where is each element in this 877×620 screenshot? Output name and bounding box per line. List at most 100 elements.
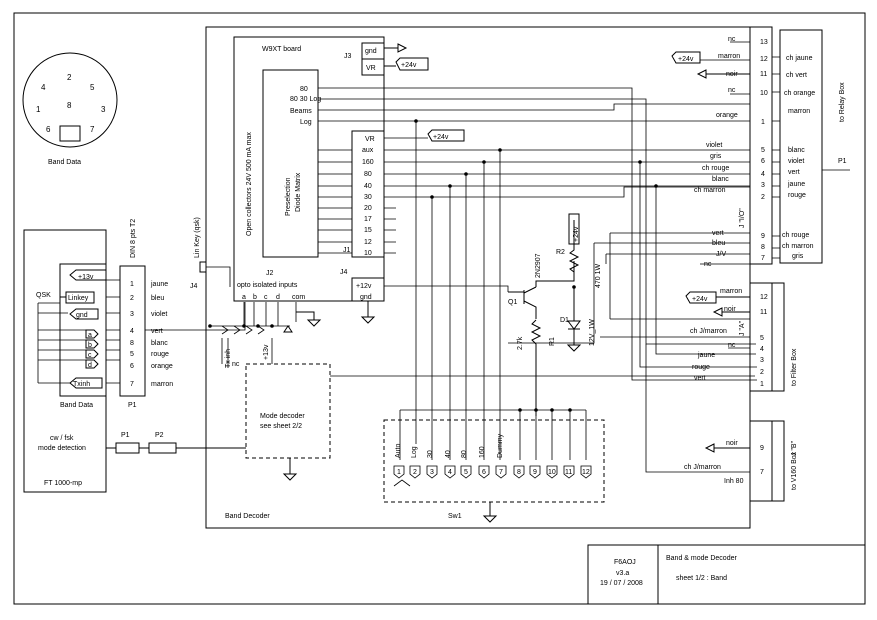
svg-text:9: 9 xyxy=(761,233,765,240)
svg-text:5: 5 xyxy=(90,83,95,92)
svg-text:+24v: +24v xyxy=(433,134,449,141)
svg-text:7: 7 xyxy=(760,469,764,476)
switch-pins: 1 2 3 4 5 6 7 8 9 10 11 12 xyxy=(393,465,592,479)
connector-label: Band Data xyxy=(48,159,81,166)
linkey: Lin Key (qsk) J4 xyxy=(190,217,231,290)
svg-text:P1: P1 xyxy=(838,158,847,165)
svg-text:gnd: gnd xyxy=(365,48,377,55)
svg-text:com: com xyxy=(292,294,305,301)
svg-text:ch marron: ch marron xyxy=(694,187,726,194)
svg-text:80 30 Log: 80 30 Log xyxy=(290,96,321,103)
svg-text:ch orange: ch orange xyxy=(784,90,815,97)
svg-text:rouge: rouge xyxy=(692,364,710,371)
svg-text:1: 1 xyxy=(130,281,134,288)
svg-text:40: 40 xyxy=(445,450,452,458)
svg-text:marron: marron xyxy=(151,381,173,388)
svg-text:Q1: Q1 xyxy=(508,299,517,306)
svg-text:cw / fsk: cw / fsk xyxy=(50,435,74,442)
svg-text:ch rouge: ch rouge xyxy=(782,232,809,239)
svg-text:5: 5 xyxy=(761,147,765,154)
signal-linkey: Linkey xyxy=(60,291,95,304)
svg-text:bleu: bleu xyxy=(712,240,725,247)
svg-text:W9XT board: W9XT board xyxy=(262,46,301,53)
svg-text:2: 2 xyxy=(67,73,72,82)
transistor-section: Q1 2N2907 2.7k R1 470 1W R2 +24v D1 12V_… xyxy=(508,213,602,416)
svg-text:3: 3 xyxy=(761,182,765,189)
j-io-pins: 13 12 11 10 1 5 6 4 3 2 9 8 7 xyxy=(760,39,768,262)
svg-text:8: 8 xyxy=(67,101,72,110)
svg-text:8: 8 xyxy=(517,469,521,476)
svg-text:ch marron: ch marron xyxy=(782,243,814,250)
svg-text:Lin Key (qsk): Lin Key (qsk) xyxy=(194,217,201,258)
j-a: J "A" 12 11 5 4 3 2 1 marron noir ch J/m… xyxy=(600,282,798,392)
svg-text:4: 4 xyxy=(761,171,765,178)
j-b: to V160 Box J "B" 9 7 noir ch J/marron I… xyxy=(645,344,798,502)
svg-text:J "A": J "A" xyxy=(739,320,746,336)
svg-text:Linkey: Linkey xyxy=(68,295,89,302)
svg-text:QSK: QSK xyxy=(36,292,51,299)
svg-text:b: b xyxy=(253,294,257,301)
svg-text:vert: vert xyxy=(788,169,800,176)
svg-text:4: 4 xyxy=(448,469,452,476)
svg-text:rouge: rouge xyxy=(151,351,169,358)
svg-text:2: 2 xyxy=(761,194,765,201)
j-io: J "I/O" 13 12 11 10 1 5 6 4 3 2 9 8 7 nc… xyxy=(508,26,780,344)
svg-text:4: 4 xyxy=(41,83,46,92)
svg-text:VR: VR xyxy=(365,136,375,143)
title-block: F6AOJ v3.a 19 / 07 / 2008 Band & mode De… xyxy=(587,544,866,605)
svg-text:nc: nc xyxy=(232,361,240,368)
svg-text:6: 6 xyxy=(46,125,51,134)
svg-text:160: 160 xyxy=(479,446,486,458)
svg-text:jaune: jaune xyxy=(787,181,805,188)
signal-a: a xyxy=(85,329,99,339)
svg-text:160: 160 xyxy=(362,159,374,166)
svg-text:b: b xyxy=(88,342,92,349)
svg-text:violet: violet xyxy=(788,158,804,165)
svg-text:J2: J2 xyxy=(266,270,274,277)
svg-text:gnd: gnd xyxy=(360,294,372,301)
svg-text:9: 9 xyxy=(533,469,537,476)
svg-text:a: a xyxy=(242,294,246,301)
svg-text:orange: orange xyxy=(716,112,738,119)
svg-text:+12v: +12v xyxy=(356,283,372,290)
svg-text:J1: J1 xyxy=(343,247,351,254)
w9xt-board: W9XT board gnd VR J3 +24v Open collector… xyxy=(233,36,465,324)
svg-text:P1: P1 xyxy=(128,402,137,409)
svg-text:see sheet 2/2: see sheet 2/2 xyxy=(260,423,302,430)
svg-text:13: 13 xyxy=(760,39,768,46)
relay-box: to Relay Box P1 ch jaune ch vert ch oran… xyxy=(779,29,850,264)
svg-text:11: 11 xyxy=(565,469,572,476)
svg-text:FT 1000-mp: FT 1000-mp xyxy=(44,480,82,487)
svg-text:8: 8 xyxy=(761,244,765,251)
svg-text:noir: noir xyxy=(724,306,736,313)
svg-text:12: 12 xyxy=(760,294,768,301)
signal-gnd: gnd xyxy=(69,308,99,320)
signal-d: d xyxy=(85,359,99,369)
svg-text:11: 11 xyxy=(760,71,767,78)
svg-text:ch rouge: ch rouge xyxy=(702,165,729,172)
w9xt-output-wires xyxy=(318,87,757,460)
svg-text:2: 2 xyxy=(760,369,764,376)
svg-text:v3.a: v3.a xyxy=(616,570,629,577)
svg-text:30: 30 xyxy=(427,450,434,458)
signal-txinh: Txinh xyxy=(69,377,103,389)
svg-text:Inh 80: Inh 80 xyxy=(724,478,744,485)
mode-decoder: Mode decoder see sheet 2/2 xyxy=(245,363,331,481)
svg-text:1: 1 xyxy=(761,119,765,126)
svg-text:3: 3 xyxy=(760,357,764,364)
svg-text:Band Data: Band Data xyxy=(60,402,93,409)
svg-text:2: 2 xyxy=(130,295,134,302)
svg-text:30: 30 xyxy=(364,194,372,201)
svg-text:Open collectors 24V 500 mA ma: Open collectors 24V 500 mA max xyxy=(246,132,253,236)
svg-text:80: 80 xyxy=(364,171,372,178)
din-p1: DIN 8 pts T2 1 2 3 4 8 5 6 7 P1 jaune bl… xyxy=(106,219,173,409)
svg-text:6: 6 xyxy=(130,363,134,370)
signal-c: c xyxy=(85,349,99,359)
svg-text:J "I/O": J "I/O" xyxy=(739,208,746,228)
relay-box-rows: ch jaune ch vert ch orange marron blanc … xyxy=(782,55,815,260)
svg-text:violet: violet xyxy=(151,311,167,318)
svg-text:40: 40 xyxy=(364,183,372,190)
svg-text:15: 15 xyxy=(364,227,372,234)
svg-text:blanc: blanc xyxy=(712,176,729,183)
svg-text:5: 5 xyxy=(760,335,764,342)
